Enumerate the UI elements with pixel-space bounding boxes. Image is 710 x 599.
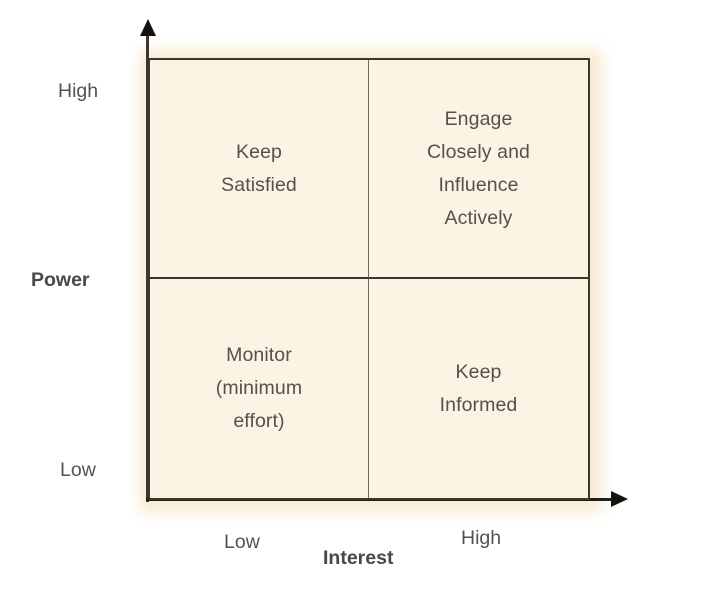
matrix-grid: Keep Satisfied Engage Closely and Influe… bbox=[148, 58, 590, 500]
quadrant-monitor[interactable]: Monitor (minimum effort) bbox=[150, 279, 369, 498]
quadrant-keep-satisfied[interactable]: Keep Satisfied bbox=[150, 60, 369, 279]
y-axis-title: Power bbox=[31, 269, 90, 291]
x-axis-tick-low: Low bbox=[224, 531, 260, 553]
y-axis-tick-high: High bbox=[58, 80, 99, 102]
y-axis-tick-low: Low bbox=[60, 459, 96, 481]
x-axis-tick-high: High bbox=[461, 527, 502, 549]
quadrant-label: Keep Satisfied bbox=[221, 140, 297, 196]
quadrant-label: Engage Closely and Influence Actively bbox=[427, 107, 530, 229]
quadrant-engage-closely[interactable]: Engage Closely and Influence Actively bbox=[369, 60, 588, 279]
quadrant-label: Monitor (minimum effort) bbox=[215, 344, 303, 432]
arrow-right-icon bbox=[611, 491, 628, 507]
quadrant-label: Keep Informed bbox=[439, 360, 518, 416]
y-axis-line bbox=[146, 30, 149, 502]
x-axis-title: Interest bbox=[323, 547, 394, 569]
quadrant-keep-informed[interactable]: Keep Informed bbox=[369, 279, 588, 498]
arrow-up-icon bbox=[140, 19, 156, 36]
